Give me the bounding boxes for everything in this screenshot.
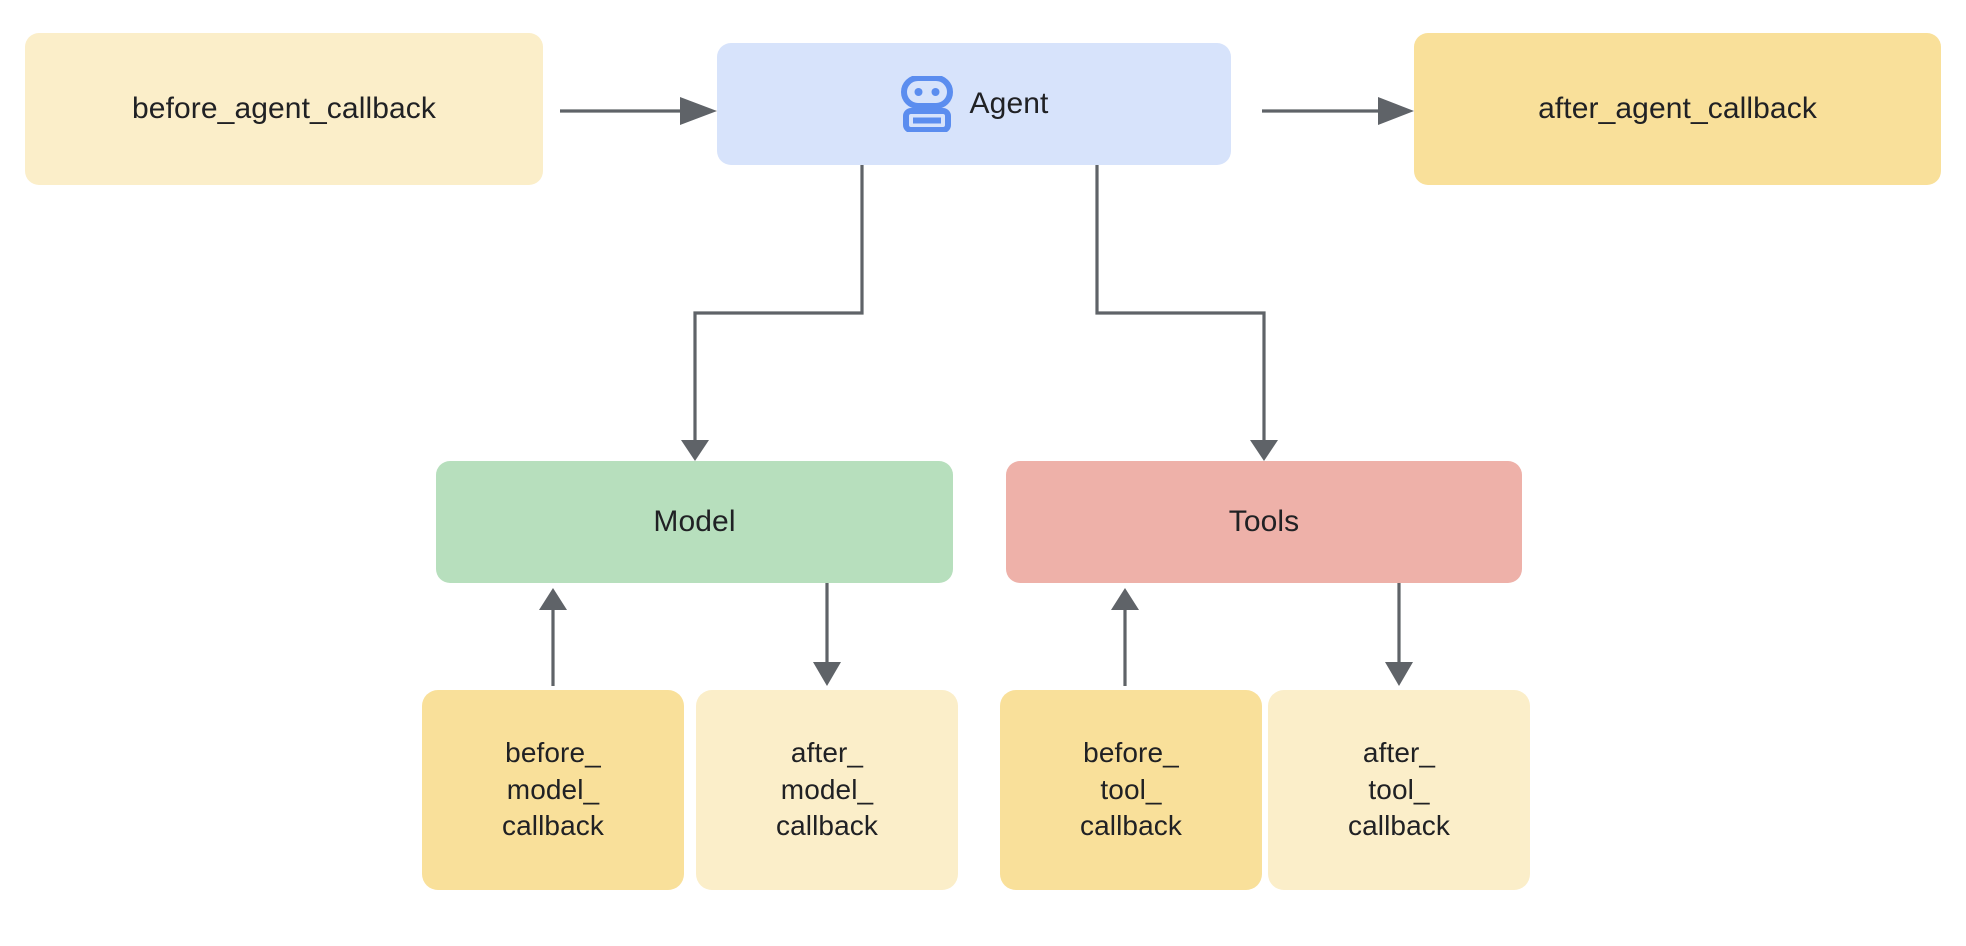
edge-model-to-after-model — [813, 583, 841, 686]
node-model-label: Model — [653, 505, 736, 539]
node-before-model-callback-label: before_ model_ callback — [502, 736, 604, 842]
edge-before-tool-to-tools — [1111, 588, 1139, 686]
edge-before-model-to-model — [539, 588, 567, 686]
node-before-agent-callback-label: before_agent_callback — [132, 92, 436, 126]
node-before-tool-callback-label: before_ tool_ callback — [1080, 736, 1182, 842]
edge-agent-to-tools — [1095, 165, 1278, 461]
node-after-agent-callback[interactable]: after_agent_callback — [1414, 33, 1941, 185]
edge-tools-to-after-tool — [1385, 583, 1413, 686]
node-after-model-callback[interactable]: after_ model_ callback — [696, 690, 958, 890]
robot-icon — [900, 76, 953, 132]
node-before-model-callback[interactable]: before_ model_ callback — [422, 690, 684, 890]
node-agent[interactable]: Agent — [717, 43, 1231, 165]
node-before-agent-callback[interactable]: before_agent_callback — [25, 33, 543, 185]
node-after-model-callback-label: after_ model_ callback — [776, 736, 878, 842]
node-model[interactable]: Model — [436, 461, 953, 583]
node-after-tool-callback[interactable]: after_ tool_ callback — [1268, 690, 1530, 890]
node-before-tool-callback[interactable]: before_ tool_ callback — [1000, 690, 1262, 890]
edge-agent-to-model — [681, 165, 864, 461]
node-agent-label: Agent — [969, 87, 1049, 121]
node-after-tool-callback-label: after_ tool_ callback — [1348, 736, 1450, 842]
node-after-agent-callback-label: after_agent_callback — [1538, 92, 1817, 126]
edge-before-agent-to-agent — [560, 97, 717, 125]
node-tools[interactable]: Tools — [1006, 461, 1522, 583]
node-tools-label: Tools — [1228, 505, 1300, 539]
edge-agent-to-after-agent — [1262, 97, 1414, 125]
